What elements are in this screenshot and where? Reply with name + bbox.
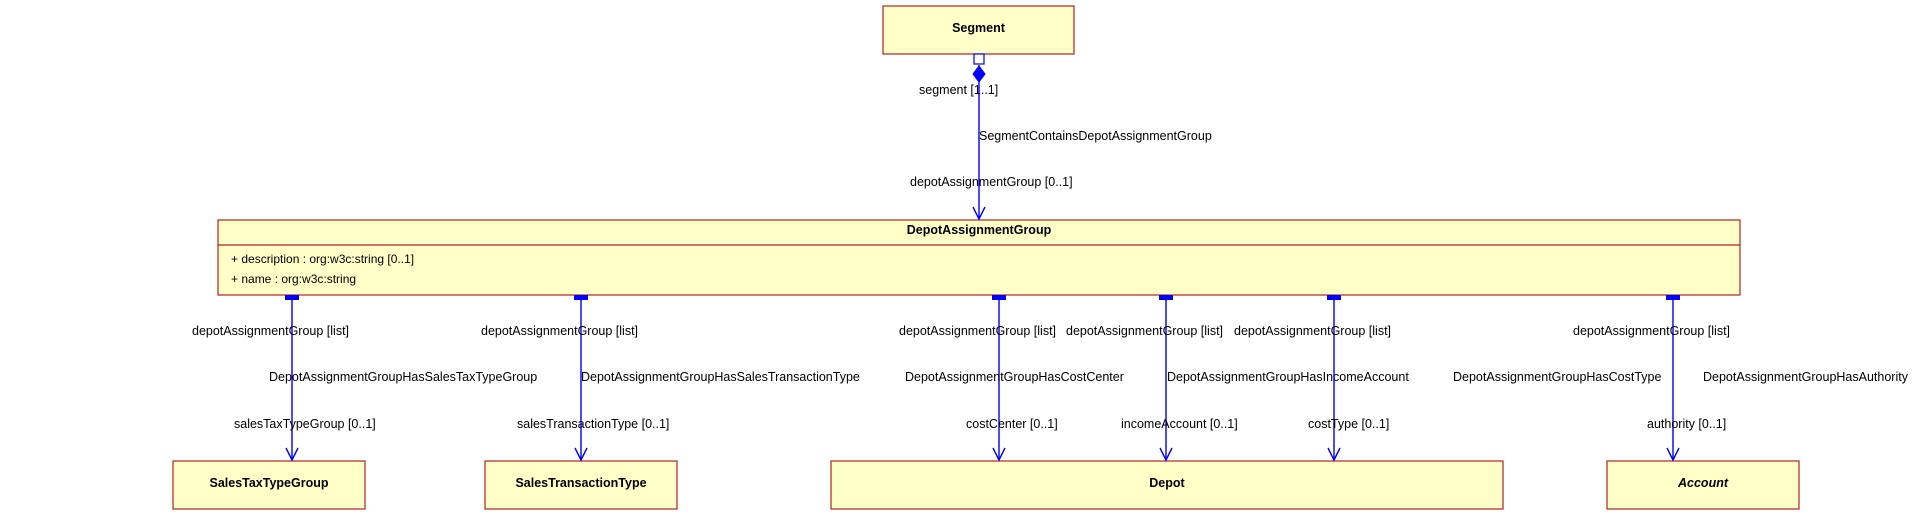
class-sales-tax-type-group[interactable]: SalesTaxTypeGroup xyxy=(172,460,366,510)
association-name-label: DepotAssignmentGroupHasSalesTransactionT… xyxy=(581,370,860,384)
association-name-label: DepotAssignmentGroupHasCostType xyxy=(1453,370,1661,384)
composition-diamond xyxy=(972,65,986,83)
attribute-name: + name : org:w3c:string xyxy=(231,272,356,286)
target-role-label: salesTaxTypeGroup [0..1] xyxy=(234,417,376,431)
source-role-label: depotAssignmentGroup [list] xyxy=(192,324,349,338)
class-name: SalesTransactionType xyxy=(515,476,646,490)
target-role-label: depotAssignmentGroup [0..1] xyxy=(910,175,1073,189)
target-role-label: costType [0..1] xyxy=(1308,417,1389,431)
source-role-label: depotAssignmentGroup [list] xyxy=(1234,324,1391,338)
class-name: Segment xyxy=(952,21,1006,35)
class-name: Depot xyxy=(1149,476,1185,490)
target-role-label: authority [0..1] xyxy=(1647,417,1726,431)
association-has-cost-type[interactable]: depotAssignmentGroup [list] DepotAssignm… xyxy=(1234,295,1661,462)
association-name-label: DepotAssignmentGroupHasSalesTaxTypeGroup xyxy=(269,370,537,384)
arrowhead xyxy=(574,447,588,462)
target-role-label: incomeAccount [0..1] xyxy=(1121,417,1238,431)
arrowhead xyxy=(992,447,1006,462)
arrowhead xyxy=(1666,447,1680,462)
association-has-sales-transaction-type[interactable]: depotAssignmentGroup [list] DepotAssignm… xyxy=(481,295,860,462)
association-has-sales-tax-type-group[interactable]: depotAssignmentGroup [list] DepotAssignm… xyxy=(192,295,537,462)
class-name: Account xyxy=(1677,476,1729,490)
association-name-label: DepotAssignmentGroupHasIncomeAccount xyxy=(1167,370,1409,384)
association-name-label: DepotAssignmentGroupHasCostCenter xyxy=(905,370,1124,384)
arrowhead xyxy=(972,206,986,221)
association-name-label: DepotAssignmentGroupHasAuthority xyxy=(1703,370,1909,384)
target-role-label: salesTransactionType [0..1] xyxy=(517,417,669,431)
source-role-label: depotAssignmentGroup [list] xyxy=(481,324,638,338)
association-segment-contains-depot-assignment-group[interactable]: segment [1..1] SegmentContainsDepotAssig… xyxy=(910,53,1212,221)
source-role-label: segment [1..1] xyxy=(919,83,998,97)
arrowhead xyxy=(1159,447,1173,462)
association-has-income-account[interactable]: depotAssignmentGroup [list] DepotAssignm… xyxy=(1066,295,1409,462)
source-role-label: depotAssignmentGroup [list] xyxy=(1573,324,1730,338)
association-has-authority[interactable]: depotAssignmentGroup [list] DepotAssignm… xyxy=(1573,295,1909,462)
target-role-label: costCenter [0..1] xyxy=(966,417,1058,431)
source-role-label: depotAssignmentGroup [list] xyxy=(1066,324,1223,338)
source-role-label: depotAssignmentGroup [list] xyxy=(899,324,1056,338)
arrowhead xyxy=(1327,447,1341,462)
association-name-label: SegmentContainsDepotAssignmentGroup xyxy=(979,129,1212,143)
class-sales-transaction-type[interactable]: SalesTransactionType xyxy=(484,460,678,510)
class-depot[interactable]: Depot xyxy=(830,460,1504,510)
class-depot-assignment-group[interactable]: DepotAssignmentGroup + description : org… xyxy=(217,219,1741,296)
class-name: DepotAssignmentGroup xyxy=(907,223,1052,237)
class-account[interactable]: Account xyxy=(1606,460,1800,510)
arrowhead xyxy=(285,447,299,462)
class-name: SalesTaxTypeGroup xyxy=(209,476,328,490)
qualifier-square xyxy=(973,53,985,65)
class-segment[interactable]: Segment xyxy=(882,5,1075,55)
association-has-cost-center[interactable]: depotAssignmentGroup [list] DepotAssignm… xyxy=(899,295,1124,462)
attribute-description: + description : org:w3c:string [0..1] xyxy=(231,252,414,266)
